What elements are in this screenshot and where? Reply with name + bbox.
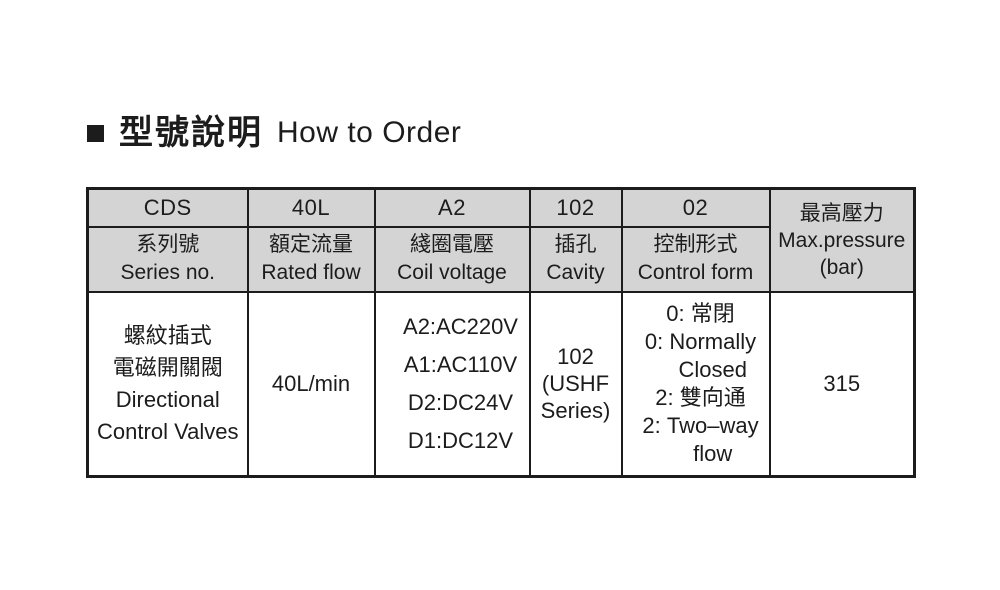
value-series: 螺紋插式 電磁開關閥 Directional Control Valves: [86, 290, 249, 478]
code-control-form: 02: [620, 187, 771, 228]
table-row-codes: CDS 40L A2 102 02 最高壓力 Max.pressure (bar…: [86, 187, 916, 293]
section-title-en: How to Order: [277, 116, 462, 149]
value-rated-flow: 40L/min: [246, 290, 376, 478]
section-title: 型號說明 How to Order: [87, 112, 461, 154]
header-control-form: 控制形式 Control form: [620, 225, 771, 293]
code-cavity: 102: [528, 187, 623, 228]
table-row-values: 螺紋插式 電磁開關閥 Directional Control Valves 40…: [86, 290, 916, 478]
header-rated-flow: 額定流量 Rated flow: [246, 225, 376, 293]
header-cavity: 插孔 Cavity: [528, 225, 623, 293]
value-cavity: 102 (USHF Series): [528, 290, 623, 478]
header-series: 系列號 Series no.: [86, 225, 249, 293]
value-max-pressure: 315: [768, 290, 916, 478]
section-title-zh: 型號說明: [119, 114, 263, 152]
code-rated-flow: 40L: [246, 187, 376, 228]
how-to-order-table: CDS 40L A2 102 02 最高壓力 Max.pressure (bar…: [86, 187, 916, 478]
code-coil-voltage: A2: [373, 187, 531, 228]
table-row-labels: 系列號 Series no. 額定流量 Rated flow 綫圈電壓 Coil…: [86, 225, 915, 293]
value-control-form: 0: 常閉 0: Normally Closed 2: 雙向通 2: Two–w…: [620, 290, 771, 478]
value-coil-voltage: A2:AC220V A1:AC110V D2:DC24V D1:DC12V: [373, 290, 531, 478]
header-coil-voltage: 綫圈電壓 Coil voltage: [373, 225, 531, 293]
code-series: CDS: [86, 187, 249, 228]
square-bullet-icon: [87, 124, 104, 142]
header-max-pressure: 最高壓力 Max.pressure (bar): [768, 187, 916, 293]
